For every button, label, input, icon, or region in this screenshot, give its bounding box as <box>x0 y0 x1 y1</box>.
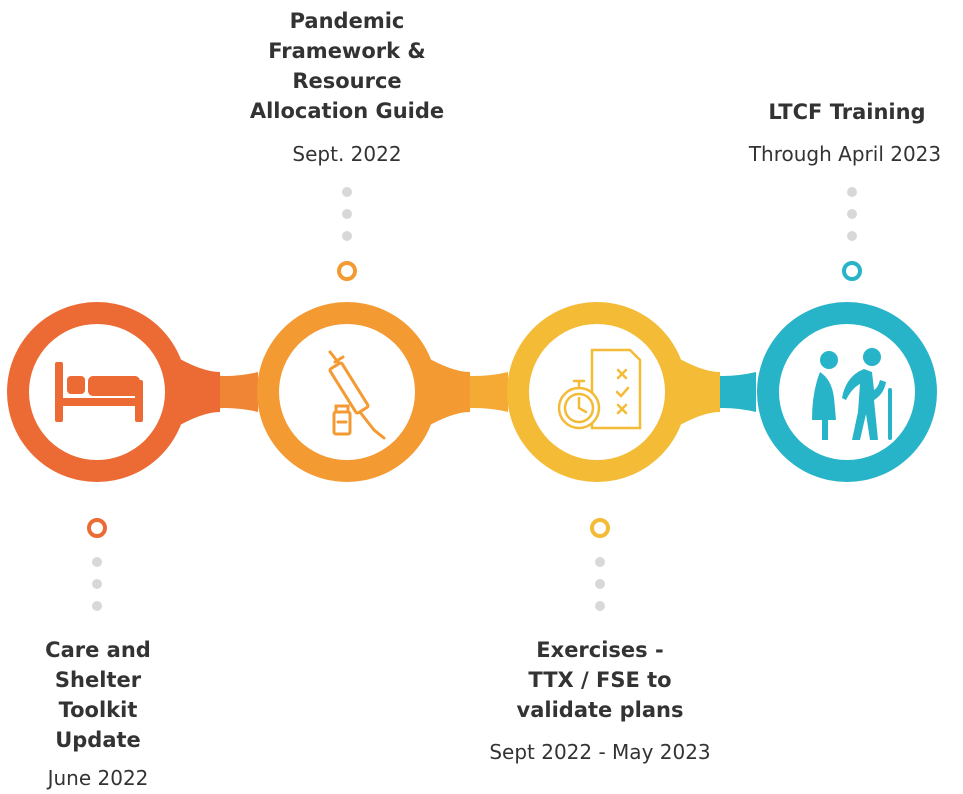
milestone-2-date: Sept. 2022 <box>292 142 402 166</box>
node-3 <box>507 302 720 482</box>
leader-3 <box>590 518 610 611</box>
node-2-face <box>279 324 415 460</box>
marker-4 <box>842 261 862 281</box>
syringe-vaccine-icon <box>328 350 386 440</box>
marker-3 <box>590 518 610 538</box>
node-3-face <box>529 324 665 460</box>
hospital-bed-icon <box>55 362 143 422</box>
leader-4 <box>842 187 862 281</box>
node-4 <box>757 302 937 482</box>
node-1 <box>7 302 220 482</box>
leader-1 <box>87 518 107 611</box>
marker-1 <box>87 518 107 538</box>
marker-2 <box>337 261 357 281</box>
stopwatch-checklist-icon <box>557 348 642 430</box>
milestone-4-date: Through April 2023 <box>748 142 942 166</box>
milestone-1-title: Care and Shelter Toolkit Update <box>45 638 151 752</box>
milestone-2-title: Pandemic Framework & Resource Allocation… <box>249 9 445 123</box>
leader-2 <box>337 187 357 281</box>
milestone-3-date: Sept 2022 - May 2023 <box>489 740 711 764</box>
milestone-4-title: LTCF Training <box>768 100 926 124</box>
elderly-couple-icon <box>812 348 892 440</box>
milestone-3-title: Exercises - TTX / FSE to validate plans <box>516 638 684 722</box>
node-2 <box>257 302 470 482</box>
milestone-1-date: June 2022 <box>47 766 149 790</box>
